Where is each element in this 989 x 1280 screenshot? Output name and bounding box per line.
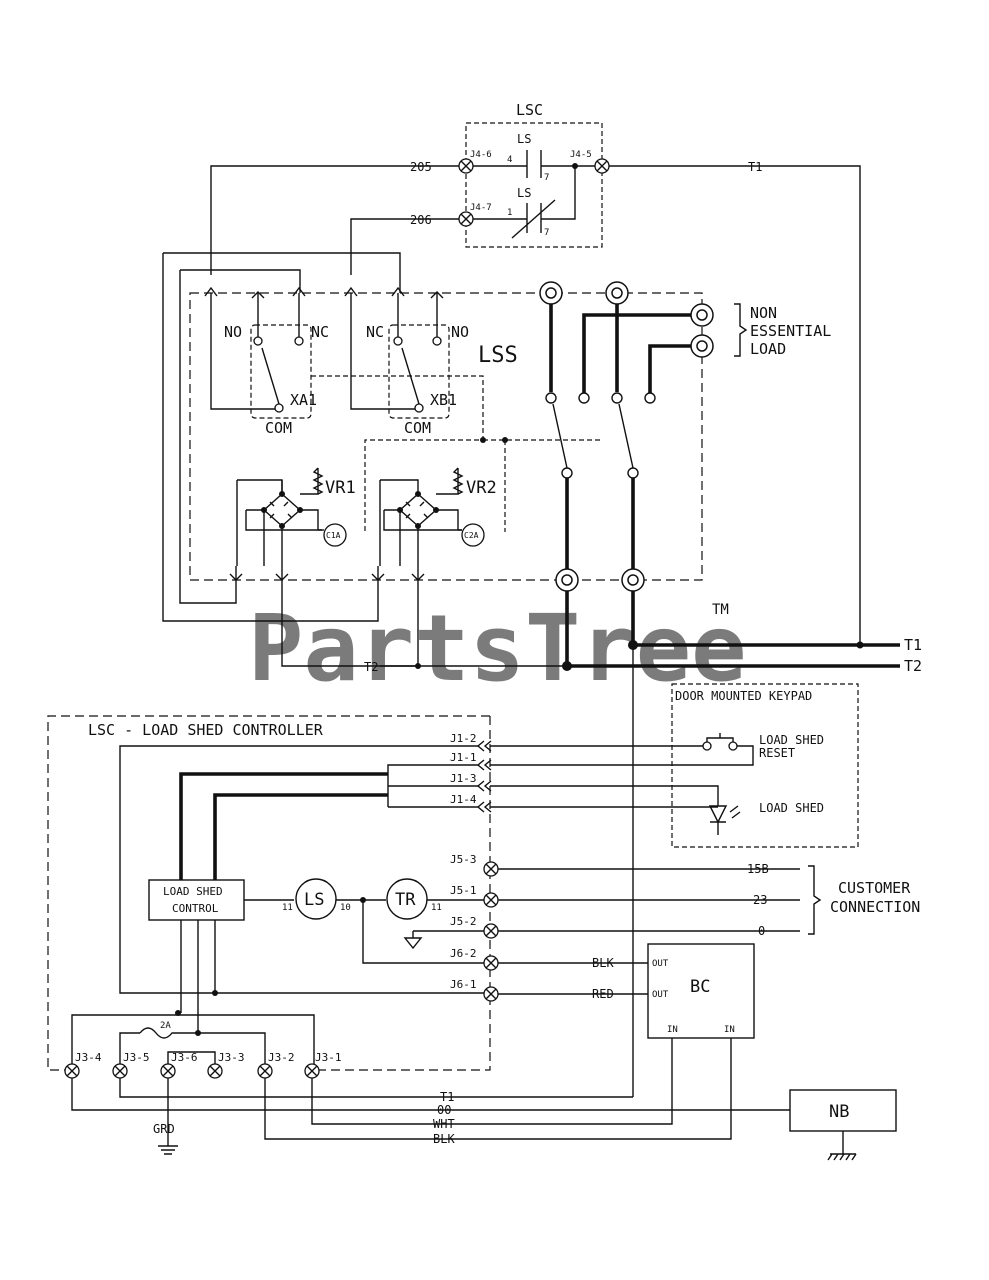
j6-1-label: J6-1 bbox=[450, 978, 477, 991]
relay2-pin-right: 7 bbox=[544, 228, 549, 238]
label-j4-6: J4-6 bbox=[470, 150, 492, 160]
line-t1-label: T1 bbox=[904, 636, 922, 654]
bottom-wire-00: 00 bbox=[437, 1103, 451, 1117]
j3-6-label: J3-6 bbox=[171, 1051, 198, 1064]
label-j4-5: J4-5 bbox=[570, 150, 592, 160]
customer-label-1: CUSTOMER bbox=[838, 879, 911, 897]
xb1-name: XB1 bbox=[430, 391, 457, 409]
wire-206-label: 206 bbox=[410, 213, 432, 227]
bc-in1: IN bbox=[667, 1025, 678, 1035]
j5-2-label: J5-2 bbox=[450, 915, 477, 928]
j3-2-label: J3-2 bbox=[268, 1051, 295, 1064]
keypad-led-label: LOAD SHED bbox=[759, 801, 824, 815]
j3-5-label: J3-5 bbox=[123, 1051, 150, 1064]
xa1-com: COM bbox=[265, 419, 292, 437]
c1a-label: C1A bbox=[326, 531, 341, 540]
bottom-wiring: T1 00 WHT BLK NB GRD bbox=[71, 1038, 897, 1161]
power-lines: T1 T2 bbox=[562, 591, 922, 1097]
tr-coil-label: TR bbox=[395, 890, 416, 910]
j5-3-label: J5-3 bbox=[450, 853, 477, 866]
j3-1-label: J3-1 bbox=[315, 1051, 342, 1064]
load-shed-controller: LSC - LOAD SHED CONTROLLER J1-2 J1-1 J1-… bbox=[47, 715, 499, 1079]
nel-line2: ESSENTIAL bbox=[750, 322, 831, 340]
xb1-com: COM bbox=[404, 419, 431, 437]
bc-out1: OUT bbox=[652, 959, 669, 969]
bc-in2: IN bbox=[724, 1025, 735, 1035]
vr2-label: VR2 bbox=[466, 478, 497, 498]
lsc-title: LSC bbox=[516, 101, 543, 119]
customer-connection: 15B 23 0 CUSTOMER CONNECTION bbox=[498, 862, 920, 938]
lss-label: LSS bbox=[478, 343, 518, 368]
line-t2-label: T2 bbox=[904, 657, 922, 675]
door-keypad: DOOR MOUNTED KEYPAD LOAD SHED RESET LOAD… bbox=[490, 683, 859, 848]
xa1-nc: NC bbox=[311, 323, 329, 341]
bottom-wire-blk: BLK bbox=[433, 1132, 455, 1146]
bottom-wire-t1: T1 bbox=[440, 1090, 454, 1104]
keypad-reset-2: RESET bbox=[759, 746, 795, 760]
grd-label: GRD bbox=[153, 1122, 175, 1136]
j3-4-label: J3-4 bbox=[75, 1051, 102, 1064]
label-j4-7: J4-7 bbox=[470, 203, 492, 213]
wire-0: 0 bbox=[758, 924, 765, 938]
j1-1-label: J1-1 bbox=[450, 751, 477, 764]
control-box-line1: LOAD SHED bbox=[163, 885, 223, 898]
bottom-wire-wht: WHT bbox=[433, 1117, 455, 1131]
terminal-j4-7 bbox=[458, 211, 474, 227]
relay1-name: LS bbox=[517, 132, 531, 146]
bc-out2: OUT bbox=[652, 990, 669, 1000]
j3-3-label: J3-3 bbox=[218, 1051, 245, 1064]
terminal-j4-5 bbox=[594, 158, 610, 174]
relay1-pin-left: 4 bbox=[507, 155, 512, 165]
keypad-reset-1: LOAD SHED bbox=[759, 733, 824, 747]
controller-title: LSC - LOAD SHED CONTROLLER bbox=[88, 721, 324, 739]
watermark-tm: TM bbox=[712, 602, 729, 618]
j3-terminals bbox=[64, 1063, 320, 1079]
keypad-title: DOOR MOUNTED KEYPAD bbox=[675, 689, 812, 703]
j5-1-label: J5-1 bbox=[450, 884, 477, 897]
lss-switch-section: NO NC XA1 COM NC NO XB1 COM LSS V bbox=[162, 252, 831, 674]
nel-line3: LOAD bbox=[750, 340, 786, 358]
wire-red-bc: RED bbox=[592, 987, 614, 1001]
tr-coil-pin: 11 bbox=[431, 903, 442, 913]
j1-4-label: J1-4 bbox=[450, 793, 477, 806]
j5-j6-terminals bbox=[483, 861, 499, 1002]
xa1-name: XA1 bbox=[290, 391, 317, 409]
bc-label: BC bbox=[690, 977, 710, 997]
relay2-pin-left: 1 bbox=[507, 208, 512, 218]
ls-coil-label: LS bbox=[304, 890, 324, 910]
lsc-relay-box: LSC 205 206 T1 J4-6 J4-7 J4-5 LS 4 7 L bbox=[210, 101, 861, 645]
watermark-text: PartsTree bbox=[248, 595, 747, 702]
wire-23: 23 bbox=[753, 893, 767, 907]
wire-205-label: 205 bbox=[410, 160, 432, 174]
nel-line1: NON bbox=[750, 304, 777, 322]
ls-coil-pin-b: 10 bbox=[340, 903, 351, 913]
control-box-line2: CONTROL bbox=[172, 902, 219, 915]
ls-coil-pin-a: 11 bbox=[282, 903, 293, 913]
battery-charger: BC OUT OUT IN IN BLK RED bbox=[498, 943, 755, 1039]
wire-t1-top-label: T1 bbox=[748, 160, 762, 174]
c2a-label: C2A bbox=[464, 531, 479, 540]
j1-3-label: J1-3 bbox=[450, 772, 477, 785]
wire-15b: 15B bbox=[747, 862, 769, 876]
nb-label: NB bbox=[829, 1102, 849, 1122]
xb1-no: NO bbox=[451, 323, 469, 341]
t2-mid-label: T2 bbox=[364, 660, 378, 674]
j1-2-label: J1-2 bbox=[450, 732, 477, 745]
wire-blk-bc: BLK bbox=[592, 956, 614, 970]
vr1-label: VR1 bbox=[325, 478, 356, 498]
terminal-j4-6 bbox=[458, 158, 474, 174]
xa1-no: NO bbox=[224, 323, 242, 341]
customer-label-2: CONNECTION bbox=[830, 898, 920, 916]
j6-2-label: J6-2 bbox=[450, 947, 477, 960]
xb1-nc: NC bbox=[366, 323, 384, 341]
relay1-pin-right: 7 bbox=[544, 173, 549, 183]
fuse-label: 2A bbox=[160, 1021, 171, 1031]
relay2-name: LS bbox=[517, 186, 531, 200]
